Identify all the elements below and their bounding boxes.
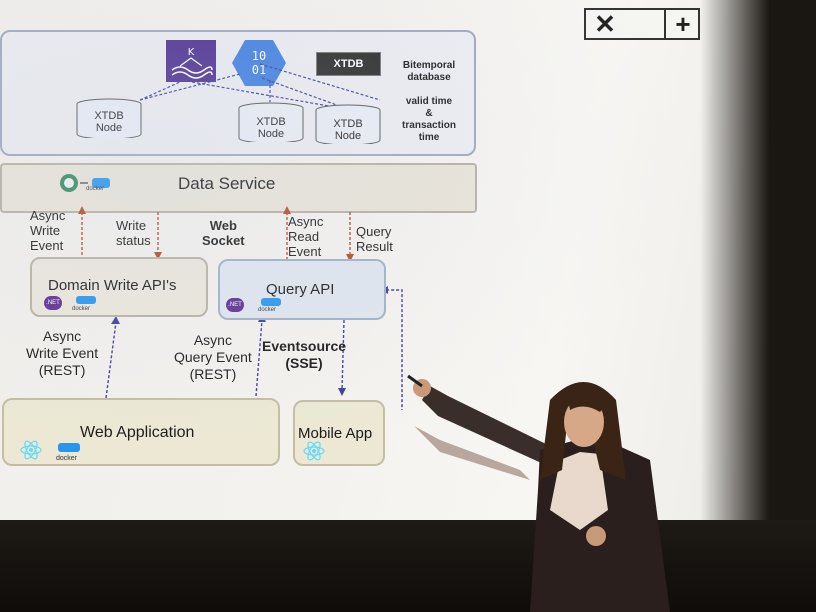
web-socket-label: Web Socket <box>202 218 245 248</box>
xtdb-node-icon <box>315 104 381 144</box>
xtdb-node-label: XTDB Node <box>238 116 304 140</box>
label-line: Query Event <box>174 349 252 365</box>
projector-screen: ✕ + K 10 01 XTDB XTDB <box>0 0 790 520</box>
valid-time-line: & <box>425 108 433 119</box>
eventsource-label: Eventsource (SSE) <box>262 338 346 372</box>
domain-write-api-label: Domain Write API's <box>48 277 177 294</box>
label-line: (SSE) <box>285 355 323 371</box>
dotnet-icon-label: .NET <box>228 302 242 308</box>
label-line: Socket <box>202 233 245 248</box>
xtdb-node-icon <box>238 102 304 142</box>
dotnet-icon: .NET <box>44 296 62 310</box>
docker-icon <box>261 298 281 306</box>
query-result-label: Query Result <box>356 224 393 254</box>
dotnet-icon: .NET <box>226 298 244 312</box>
label-line: Write <box>116 218 147 233</box>
svg-text:01: 01 <box>252 63 266 77</box>
label-line: Write <box>30 223 61 238</box>
label-line: status <box>116 233 151 248</box>
slide-controls: ✕ + <box>584 8 700 40</box>
room-dark-area <box>700 0 816 520</box>
stage-floor <box>0 520 816 612</box>
async-read-event-label: Async Read Event <box>288 214 323 259</box>
docker-icon <box>76 296 96 304</box>
node-type: Node <box>257 128 285 140</box>
docker-icon <box>58 443 80 452</box>
label-line: Query <box>356 224 392 239</box>
presenter-figure <box>407 374 670 612</box>
web-application-box <box>2 398 280 466</box>
docker-label: docker <box>86 186 105 192</box>
write-status-label: Write status <box>116 218 151 248</box>
async-write-rest-label: Async Write Event (REST) <box>26 328 98 379</box>
docker-label: docker <box>258 307 277 313</box>
mobile-app-label: Mobile App <box>298 425 373 442</box>
label-line: (REST) <box>38 362 86 378</box>
event-stream-icon: K <box>166 40 216 82</box>
plus-icon[interactable]: + <box>664 10 700 38</box>
label-line: Event <box>288 244 322 259</box>
label-line: Read <box>288 229 320 244</box>
async-write-event-label: Async Write Event <box>30 208 65 253</box>
node-type: Node <box>334 130 362 142</box>
label-line: Async <box>42 328 82 344</box>
label-line: Async <box>288 214 324 229</box>
label-line: Result <box>356 239 393 254</box>
docker-label: docker <box>72 306 91 312</box>
valid-time-line: time <box>418 132 440 143</box>
data-service-label: Data Service <box>178 174 276 193</box>
xtdb-logo-text: XTDB <box>333 58 364 70</box>
service-logo-icon <box>60 174 110 192</box>
data-service-box <box>0 163 477 213</box>
binary-data-icon: 10 01 <box>232 40 286 86</box>
label-line: Event <box>30 238 64 253</box>
valid-time-line: valid time <box>405 96 453 107</box>
valid-time-label: valid time & transaction time <box>396 96 462 144</box>
svg-text:K: K <box>188 47 195 58</box>
db-connectors <box>139 63 381 109</box>
valid-time-line: transaction <box>402 120 456 131</box>
node-name: XTDB <box>94 110 124 122</box>
label-line: (REST) <box>189 366 237 382</box>
node-name: XTDB <box>333 118 363 130</box>
node-name: XTDB <box>256 116 286 128</box>
dotnet-icon-label: .NET <box>46 300 60 306</box>
query-api-label: Query API <box>266 281 335 298</box>
web-application-label: Web Application <box>80 424 195 441</box>
bitemporal-line: database <box>407 72 451 83</box>
xtdb-node-label: XTDB Node <box>76 110 142 134</box>
label-line: Eventsource <box>262 338 347 354</box>
label-line: Async <box>30 208 66 223</box>
svg-text:10: 10 <box>252 49 266 63</box>
xtdb-node-label: XTDB Node <box>315 118 381 142</box>
label-line: Write Event <box>26 345 99 361</box>
close-icon[interactable]: ✕ <box>594 9 616 39</box>
query-api-box <box>218 259 386 320</box>
async-query-rest-label: Async Query Event (REST) <box>174 332 252 383</box>
react-icon <box>303 441 325 461</box>
label-line: Web <box>209 218 237 233</box>
bitemporal-line: Bitemporal <box>402 60 456 71</box>
bitemporal-label: Bitemporal database <box>396 60 462 84</box>
node-type: Node <box>95 122 123 134</box>
react-icon <box>20 440 42 460</box>
docker-label: docker <box>56 455 78 462</box>
label-line: Async <box>193 332 232 348</box>
xtdb-logo: XTDB <box>316 52 381 76</box>
xtdb-node-icon <box>76 98 142 138</box>
